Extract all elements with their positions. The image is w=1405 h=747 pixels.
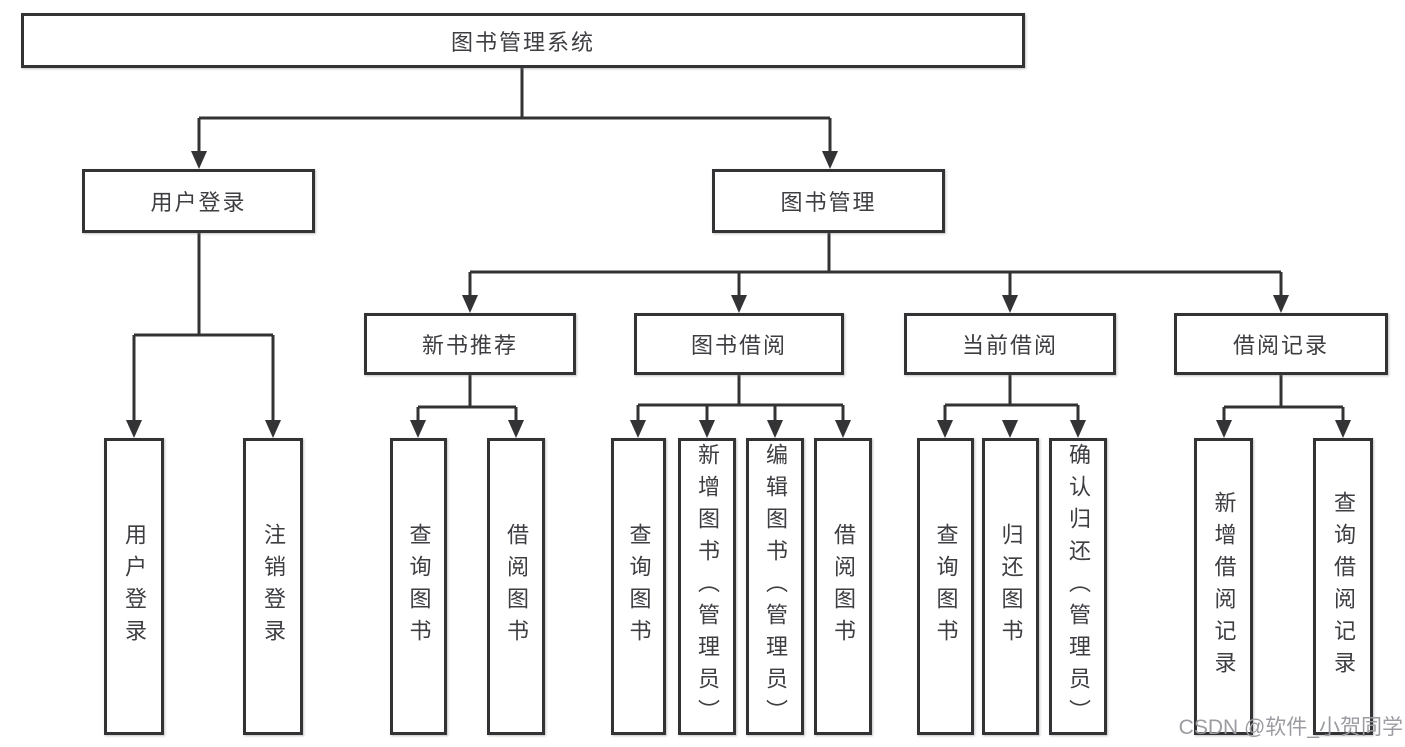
node-user-login-leaf: 用户登录 — [104, 438, 164, 735]
node-label: 新增图书（管理员） — [695, 442, 720, 731]
node-borrow-books-recommend: 借阅图书 — [487, 438, 545, 735]
node-label: 新书推荐 — [421, 333, 518, 358]
node-user-login: 用户登录 — [82, 169, 315, 233]
node-new-book-recommend: 新书推荐 — [364, 313, 576, 375]
node-label: 用户登录 — [122, 522, 147, 651]
node-borrow-books-borrowing: 借阅图书 — [814, 438, 872, 735]
node-query-books-recommend: 查询图书 — [390, 438, 447, 735]
node-query-borrow-record: 查询借阅记录 — [1313, 438, 1373, 735]
node-label: 查询图书 — [626, 522, 652, 651]
node-label: 当前借阅 — [961, 333, 1058, 358]
node-confirm-return-admin: 确认归还（管理员） — [1049, 438, 1107, 735]
node-add-borrow-record: 新增借阅记录 — [1194, 438, 1253, 735]
node-label: 借阅图书 — [504, 522, 529, 651]
node-add-books-admin: 新增图书（管理员） — [678, 438, 736, 735]
node-label: 查询图书 — [406, 522, 432, 651]
node-borrowing-records: 借阅记录 — [1174, 313, 1388, 375]
node-current-borrowing: 当前借阅 — [904, 313, 1116, 375]
node-label: 归还图书 — [998, 522, 1024, 651]
node-label: 借阅记录 — [1232, 333, 1329, 358]
node-label: 借阅图书 — [831, 522, 856, 651]
node-label: 图书借阅 — [690, 333, 787, 358]
node-label: 确认归还（管理员） — [1066, 442, 1091, 731]
node-book-management: 图书管理 — [712, 169, 945, 233]
node-library-management-system: 图书管理系统 — [21, 13, 1025, 68]
node-query-books-borrowing: 查询图书 — [611, 438, 666, 735]
node-label: 图书管理系统 — [450, 29, 595, 55]
node-return-books: 归还图书 — [982, 438, 1039, 735]
csdn-watermark: CSDN @软件_小贺同学 — [1178, 716, 1403, 739]
node-label: 图书管理 — [780, 190, 877, 215]
node-logout: 注销登录 — [243, 438, 303, 735]
node-book-borrowing: 图书借阅 — [634, 313, 844, 375]
node-label: 用户登录 — [150, 190, 247, 215]
node-label: 编辑图书（管理员） — [763, 442, 788, 731]
node-edit-books-admin: 编辑图书（管理员） — [746, 438, 804, 735]
node-label: 查询借阅记录 — [1331, 490, 1356, 683]
node-label: 查询图书 — [933, 522, 959, 651]
node-label: 注销登录 — [261, 522, 286, 651]
node-query-books-current: 查询图书 — [917, 438, 974, 735]
node-label: 新增借阅记录 — [1211, 490, 1237, 683]
